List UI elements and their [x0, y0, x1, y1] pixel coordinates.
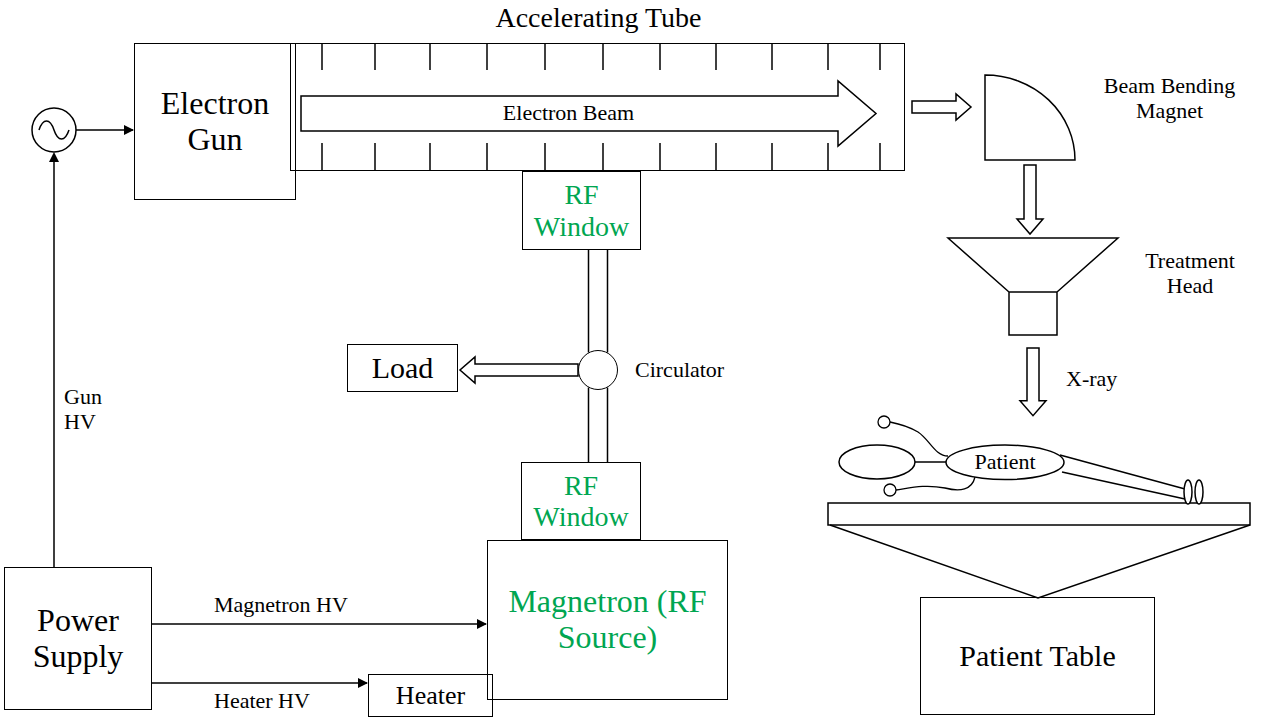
rf-window-box: RF Window — [521, 462, 641, 540]
patient-body: Patient — [945, 444, 1065, 481]
connector — [589, 388, 608, 462]
rf-window-box: RF Window — [522, 171, 641, 250]
connector — [152, 623, 486, 625]
node-heading: Treatment Head — [1134, 248, 1246, 299]
treatment-head: Treatment Head — [948, 238, 1118, 335]
node-label: Electron Beam — [499, 101, 638, 126]
connector — [152, 682, 367, 684]
load-box: Load — [347, 344, 458, 392]
power-supply-box: Power Supply — [4, 567, 152, 710]
signal-label: Heater HV — [212, 688, 336, 713]
tube-cell-wall — [544, 143, 546, 171]
ac-source-symbol — [32, 108, 76, 152]
accelerating-tube: Accelerating TubeElectron Beam — [290, 43, 905, 171]
heater-box: Heater — [368, 674, 493, 717]
node-label: RF Window — [522, 470, 640, 533]
shape-outline — [948, 238, 1118, 335]
tube-cell-wall — [879, 43, 881, 70]
signal-label: Gun HV — [62, 384, 118, 435]
connector — [589, 250, 608, 352]
node-label: Heater — [392, 681, 469, 710]
tube-cell-wall — [659, 143, 661, 171]
patient-neck — [915, 461, 946, 463]
signal-label: X-ray — [1064, 366, 1138, 391]
node-label: Load — [368, 351, 438, 385]
tube-cell-wall — [715, 143, 717, 171]
table-top — [828, 503, 1250, 525]
node-label: Magnetron (RF Source) — [488, 584, 727, 656]
electron-gun-box: Electron Gun — [134, 43, 296, 200]
tube-cell-wall — [486, 43, 488, 70]
electrode-wire — [890, 422, 948, 456]
electron-beam-arrow: Electron Beam — [301, 81, 876, 146]
tube-cell-wall — [486, 143, 488, 171]
node-label: Patient — [970, 450, 1039, 475]
patient-head — [839, 445, 915, 479]
node-label: Power Supply — [5, 603, 151, 675]
connector — [1020, 348, 1046, 416]
magnet-outline — [985, 75, 1075, 160]
tube-cell-wall — [659, 43, 661, 70]
node-heading: Circulator — [635, 357, 747, 382]
connector — [1017, 165, 1043, 234]
tube-cell-wall — [374, 143, 376, 171]
tube-cell-wall — [544, 43, 546, 70]
bending-magnet: Beam Bending Magnet — [985, 75, 1075, 160]
arrow-head — [49, 152, 59, 162]
tube-cell-wall — [602, 43, 604, 70]
connector — [460, 357, 578, 383]
tube-cell-wall — [321, 43, 323, 70]
patient-foot — [1195, 480, 1203, 504]
electrode-wire — [896, 477, 975, 490]
beam-arrow-outline — [301, 81, 876, 146]
sine-wave — [39, 121, 69, 139]
magnetron-box: Magnetron (RF Source) — [487, 540, 728, 700]
tube-cell-wall — [429, 143, 431, 171]
table-support — [830, 525, 1250, 598]
patient-leg — [1062, 472, 1185, 499]
patient-leg — [1060, 455, 1185, 489]
funnel-outline — [948, 238, 1118, 335]
tube-cell-wall — [429, 43, 431, 70]
connector — [912, 94, 971, 120]
patient-foot — [1184, 480, 1192, 504]
tube-cell-wall — [771, 143, 773, 171]
node-label: Patient Table — [955, 639, 1119, 673]
shape-outline — [985, 75, 1075, 160]
node-heading: Accelerating Tube — [291, 2, 906, 34]
electrode — [884, 484, 896, 496]
connector — [54, 130, 133, 567]
tube-cell-wall — [715, 43, 717, 70]
electrode — [878, 416, 890, 428]
tube-cell-wall — [879, 143, 881, 171]
tube-cell-wall — [321, 143, 323, 171]
node-label: Electron Gun — [135, 86, 295, 158]
ellipse-outline — [946, 445, 1064, 479]
signal-label: Magnetron HV — [212, 592, 376, 617]
tube-cell-wall — [602, 143, 604, 171]
tube-cell-wall — [374, 43, 376, 70]
tube-cell-wall — [827, 143, 829, 171]
patient-table-box: Patient Table — [920, 597, 1155, 715]
tube-cell-wall — [771, 43, 773, 70]
node-heading: Beam Bending Magnet — [1087, 73, 1252, 124]
circulator-circle: Circulator — [578, 350, 618, 390]
tube-cell-wall — [827, 43, 829, 70]
node-label: RF Window — [523, 179, 640, 242]
